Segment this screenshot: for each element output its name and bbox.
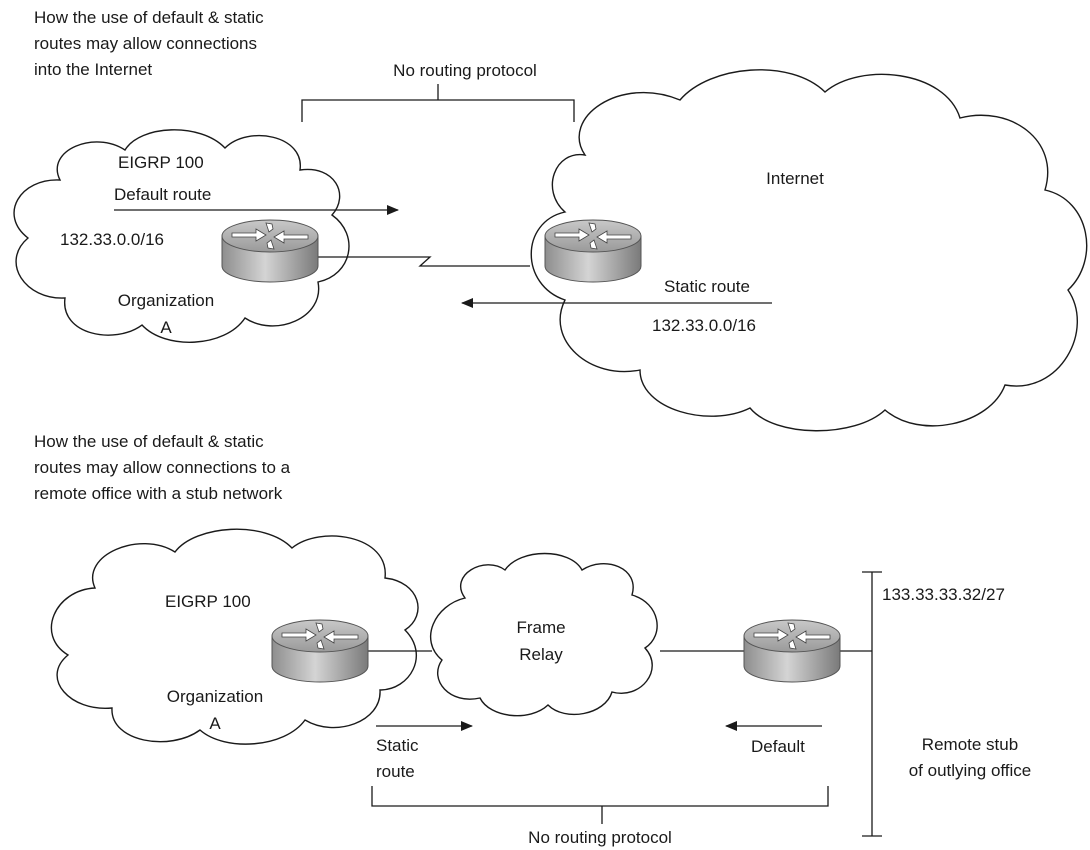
internet-title: Internet bbox=[766, 169, 824, 188]
top-organization-cloud bbox=[13, 129, 350, 343]
top-caption-line-1: How the use of default & static bbox=[34, 8, 264, 27]
top-org-label-line-1: Organization bbox=[118, 291, 214, 310]
bottom-organization-cloud bbox=[50, 528, 419, 745]
bottom-caption-line-2: routes may allow connections to a bbox=[34, 458, 291, 477]
frame-relay-label-line-2: Relay bbox=[519, 645, 563, 664]
top-org-network-label: 132.33.0.0/16 bbox=[60, 230, 164, 249]
top-internet-router-icon bbox=[544, 219, 642, 283]
bottom-no-routing-label: No routing protocol bbox=[528, 828, 672, 847]
bottom-caption: How the use of default & static routes m… bbox=[34, 432, 291, 503]
frame-relay-cloud bbox=[430, 552, 658, 717]
top-serial-link bbox=[318, 256, 530, 267]
stub-network-segment bbox=[862, 571, 882, 837]
bottom-no-routing-bracket bbox=[371, 786, 829, 824]
bottom-caption-line-3: remote office with a stub network bbox=[34, 484, 283, 503]
bottom-caption-line-1: How the use of default & static bbox=[34, 432, 264, 451]
bottom-org-label-line-1: Organization bbox=[167, 687, 263, 706]
frame-relay-label-line-1: Frame bbox=[516, 618, 565, 637]
top-caption-line-2: routes may allow connections bbox=[34, 34, 257, 53]
bottom-org-router-icon bbox=[271, 619, 369, 683]
top-org-router-icon bbox=[221, 219, 319, 283]
remote-router-icon bbox=[743, 619, 841, 683]
static-route-label: Static route bbox=[664, 277, 750, 296]
bottom-labels: EIGRP 100 Organization A Frame Relay Sta… bbox=[165, 585, 1031, 781]
internet-cloud bbox=[530, 69, 1088, 432]
static-route-label-line-2: route bbox=[376, 762, 415, 781]
remote-stub-label-line-2: of outlying office bbox=[909, 761, 1032, 780]
default-label: Default bbox=[751, 737, 805, 756]
internet-labels: Internet Static route 132.33.0.0/16 bbox=[652, 169, 824, 335]
top-caption: How the use of default & static routes m… bbox=[34, 8, 264, 79]
default-route-label: Default route bbox=[114, 185, 211, 204]
internet-network-label: 132.33.0.0/16 bbox=[652, 316, 756, 335]
top-caption-line-3: into the Internet bbox=[34, 60, 152, 79]
top-no-routing-label: No routing protocol bbox=[393, 61, 537, 80]
top-org-label-line-2: A bbox=[160, 318, 172, 337]
static-route-label-line-1: Static bbox=[376, 736, 419, 755]
top-no-routing-bracket bbox=[301, 84, 575, 122]
bottom-org-label-line-2: A bbox=[209, 714, 221, 733]
bottom-eigrp-label: EIGRP 100 bbox=[165, 592, 251, 611]
remote-stub-label-line-1: Remote stub bbox=[922, 735, 1018, 754]
stub-network-label: 133.33.33.32/27 bbox=[882, 585, 1005, 604]
top-org-labels: EIGRP 100 Default route 132.33.0.0/16 Or… bbox=[60, 153, 214, 337]
top-eigrp-label: EIGRP 100 bbox=[118, 153, 204, 172]
